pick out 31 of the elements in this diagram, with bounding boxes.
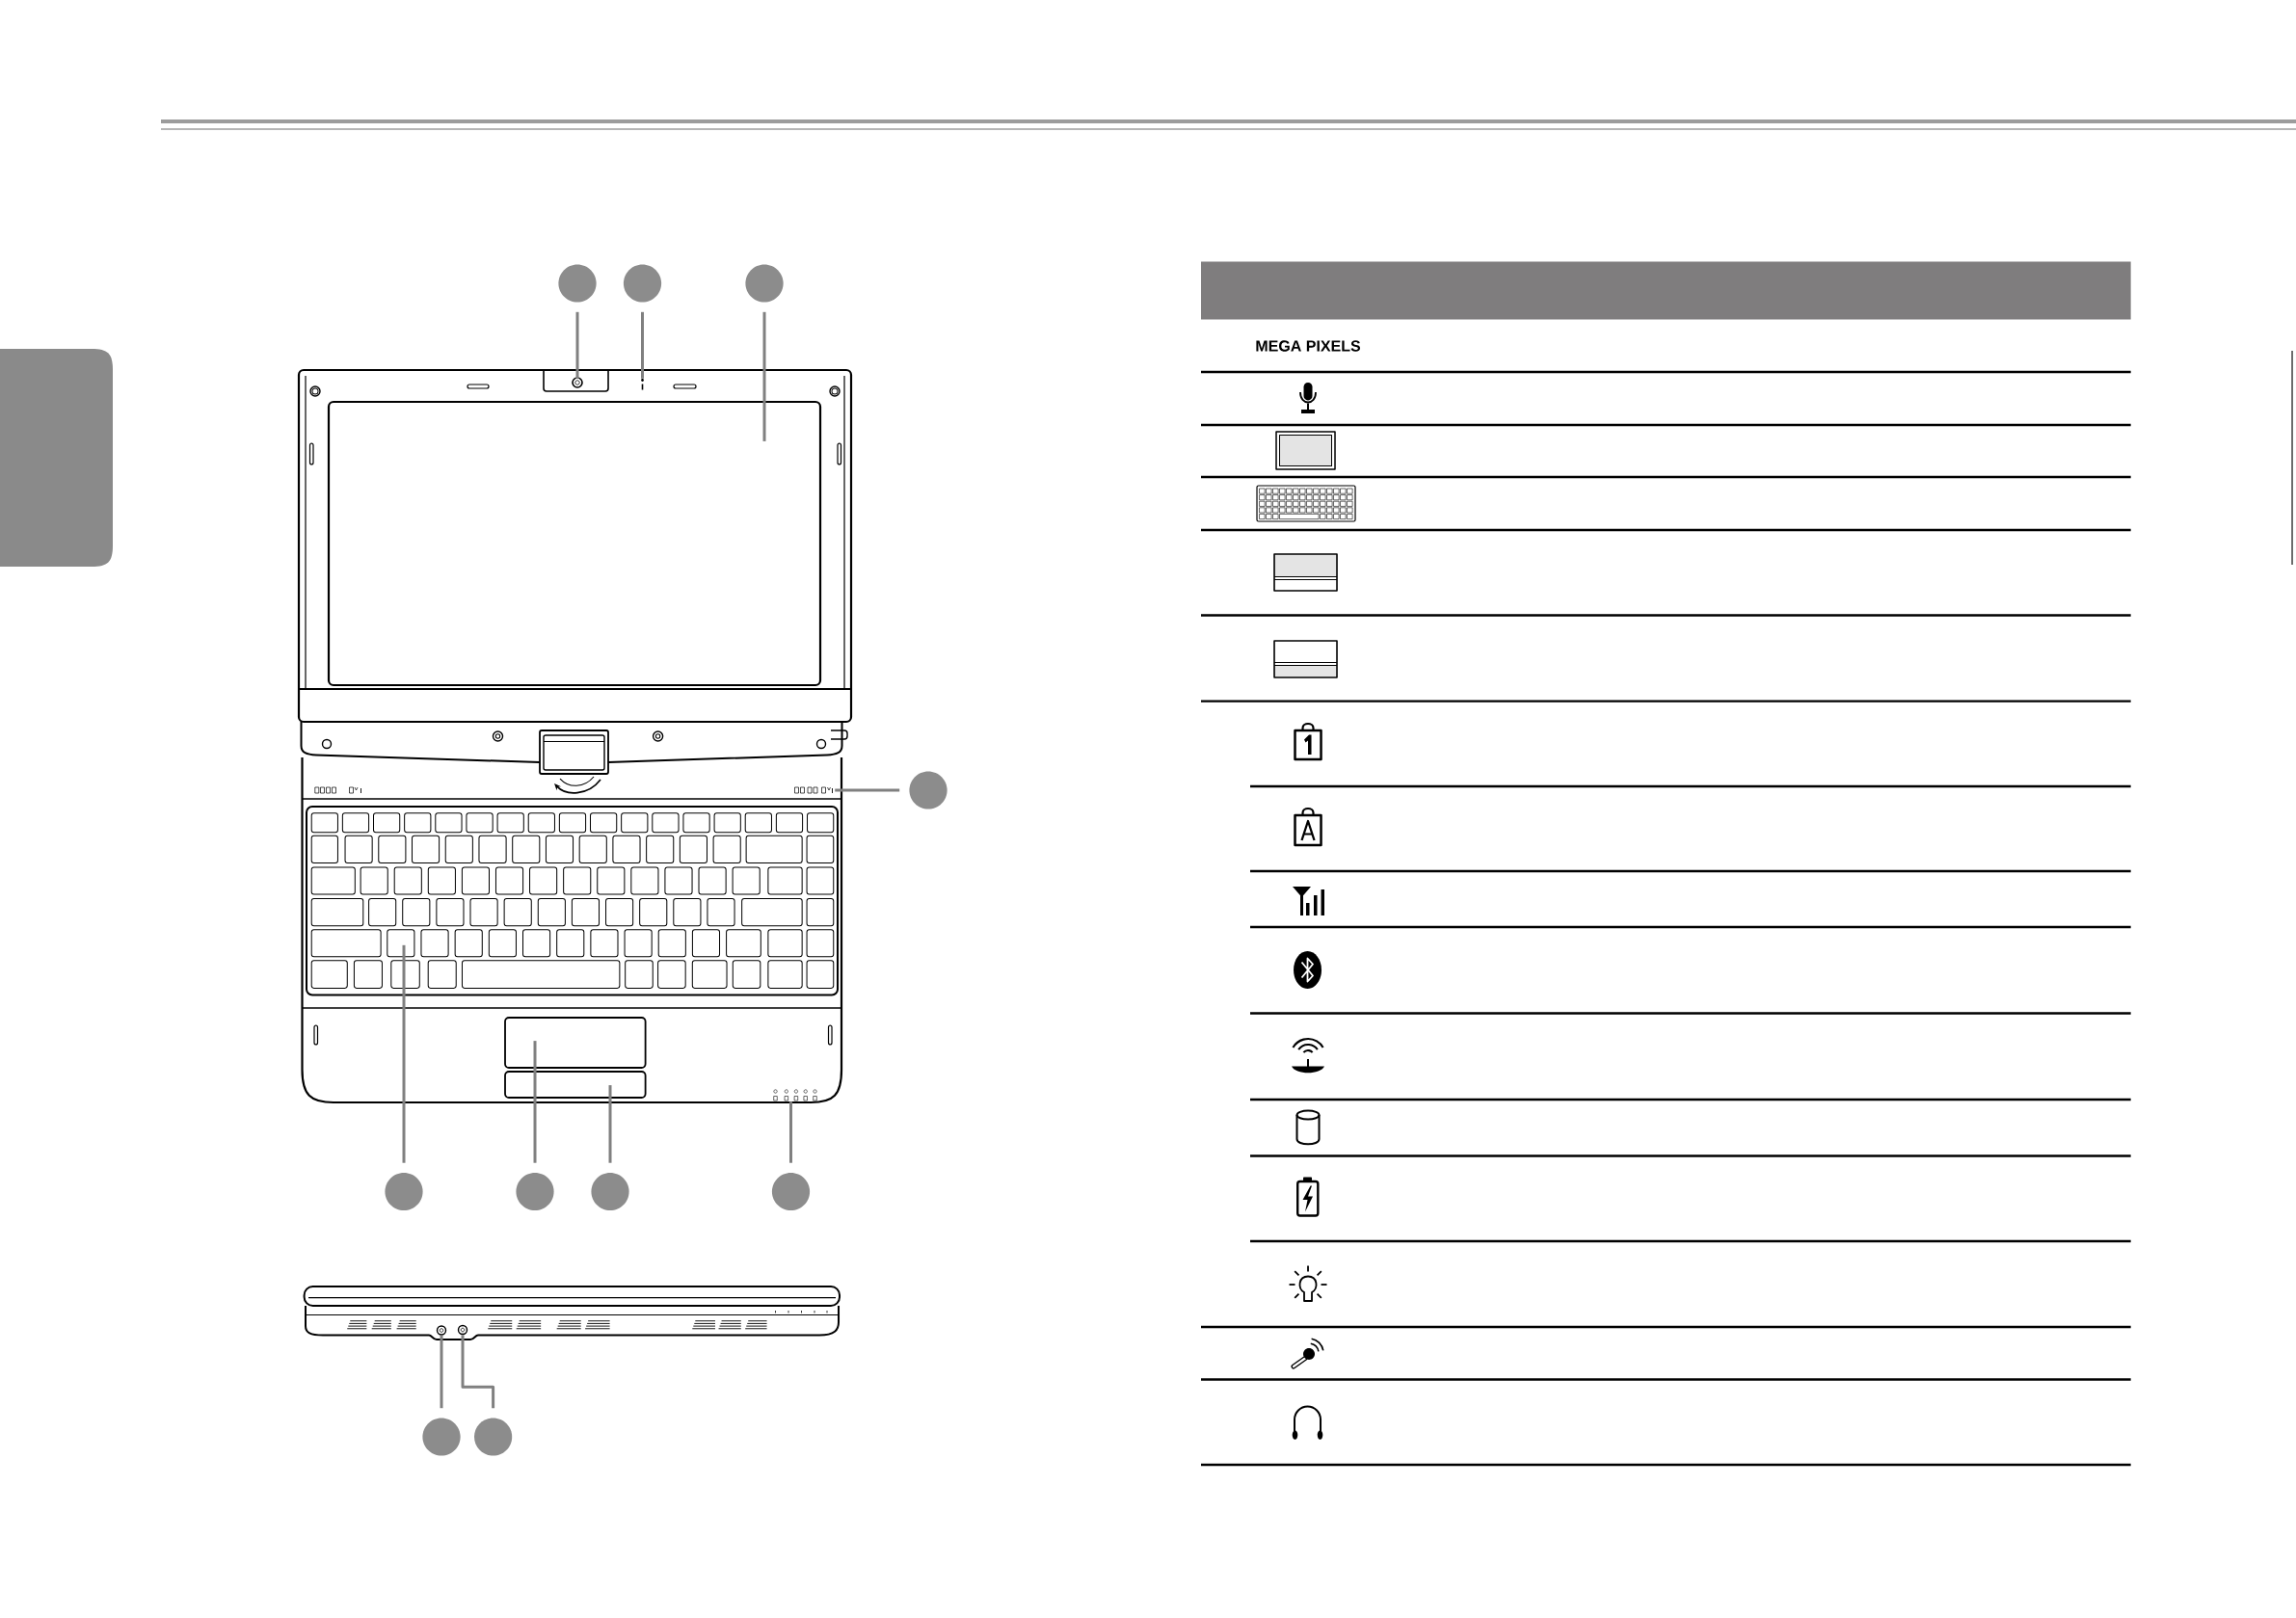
- leader-line: [789, 1101, 792, 1163]
- callout-circle: [771, 1172, 811, 1211]
- leader-line: [835, 788, 900, 792]
- leader-line: [402, 944, 406, 1163]
- audio-jack: [457, 1324, 468, 1336]
- audio-jack: [436, 1325, 447, 1336]
- leader-line: [533, 1041, 537, 1163]
- callout-circle: [422, 1418, 461, 1456]
- callout-circle: [591, 1172, 629, 1211]
- leader-line: [641, 311, 644, 379]
- callout-circle: [516, 1172, 554, 1211]
- keyboard: [306, 806, 839, 996]
- screen: [327, 400, 822, 687]
- leader-line: [575, 311, 579, 379]
- callout-circle: [385, 1172, 423, 1211]
- leader-line: [762, 311, 766, 441]
- leader-line: [608, 1085, 612, 1163]
- microphone: [641, 379, 644, 391]
- status-lights: [794, 786, 833, 794]
- camera-lens: [572, 377, 583, 388]
- callout-circle: [623, 264, 662, 303]
- megapixels-label: MEGA PIXELS: [1256, 340, 1361, 352]
- callout-circle: [909, 771, 948, 809]
- callout-circle: [474, 1418, 513, 1456]
- indicator-lights: [773, 1089, 817, 1101]
- touchpad: [504, 1017, 647, 1069]
- leader-line: [440, 1335, 443, 1409]
- callout-circle: [558, 264, 597, 303]
- callout-circle: [745, 264, 784, 303]
- leader-line: [461, 1335, 495, 1409]
- touchpad-buttons: [504, 1071, 647, 1099]
